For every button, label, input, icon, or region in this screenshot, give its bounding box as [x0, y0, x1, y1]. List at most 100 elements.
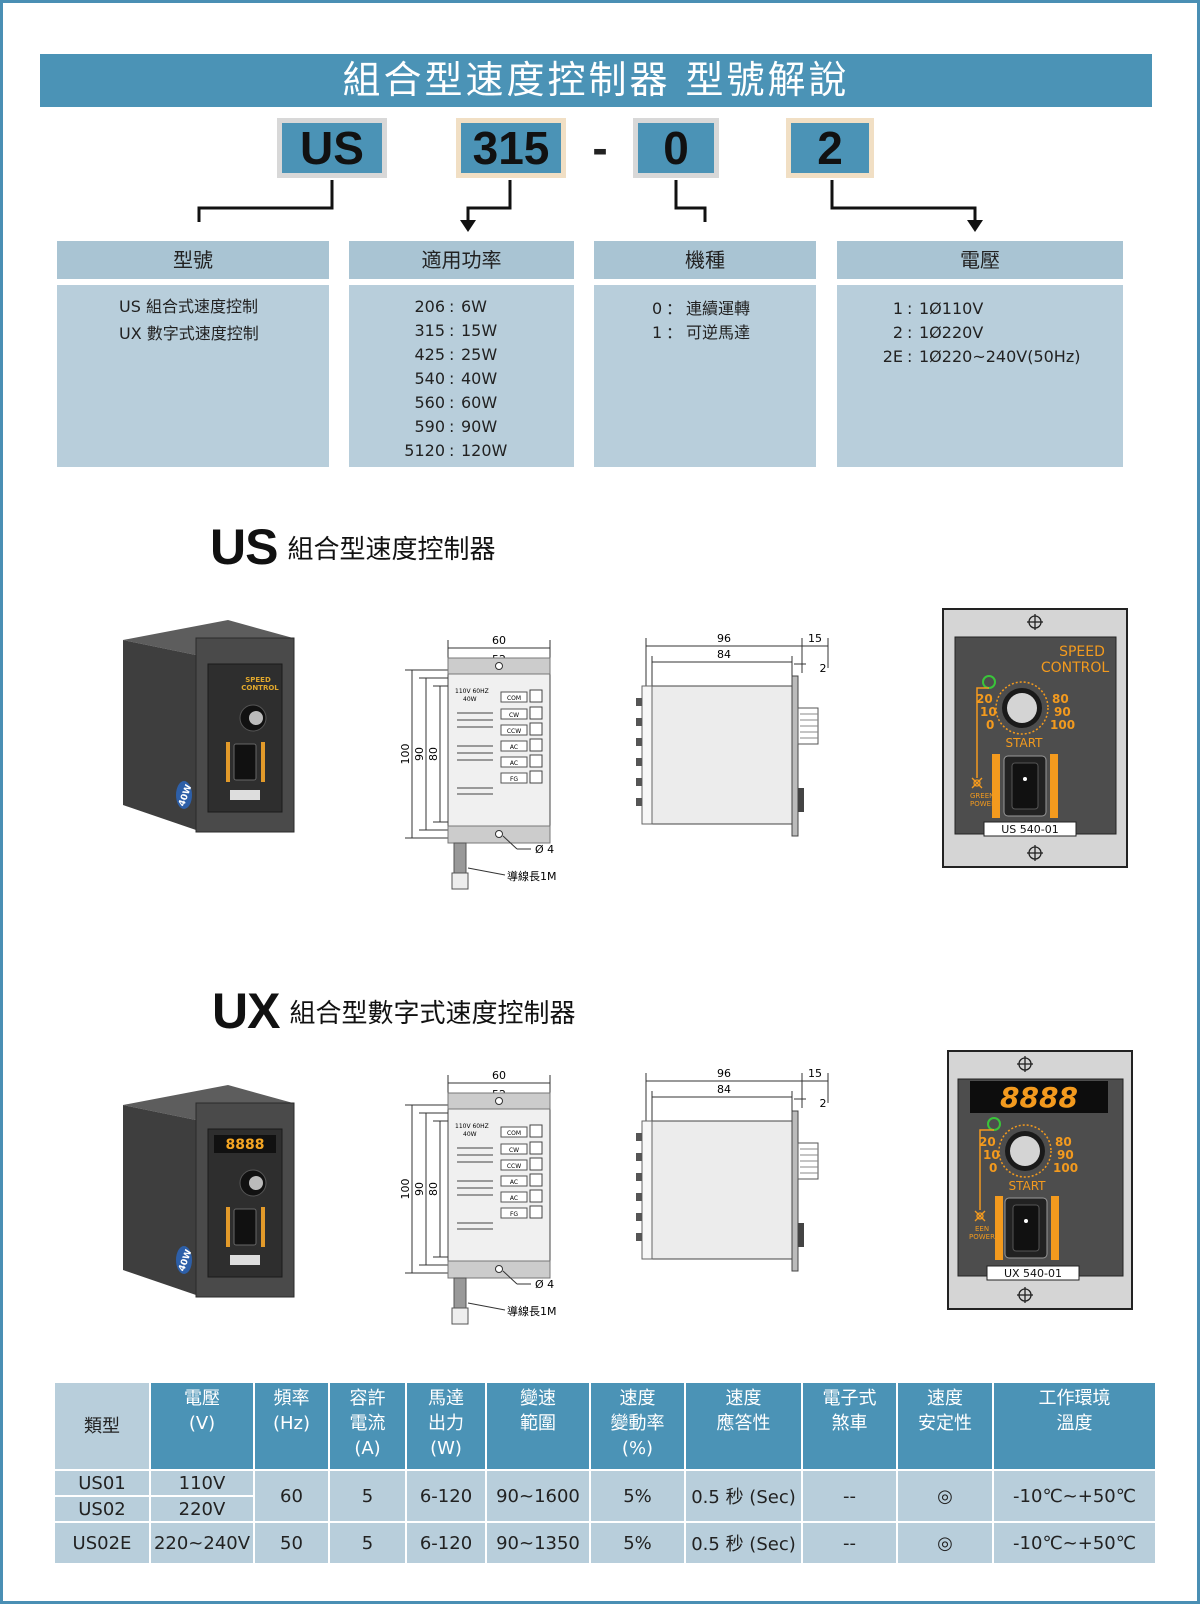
scale-20: 20	[979, 1135, 996, 1149]
cell-range: 90~1350	[485, 1521, 591, 1565]
label-watt: 40W	[463, 696, 477, 703]
cell-output: 6-120	[405, 1521, 487, 1565]
terminal-label: COM	[507, 1130, 521, 1137]
code-type: 0	[633, 118, 719, 178]
power-code: 590	[414, 417, 445, 436]
cell-temperature: -10℃~+50℃	[992, 1469, 1157, 1523]
model-line-us: US 組合式速度控制	[119, 297, 258, 316]
panel-green-label: GREEN	[970, 792, 994, 800]
voltage-value: 1Ø220V	[919, 323, 984, 342]
scale-80: 80	[1052, 692, 1069, 706]
cell-variation: 5%	[589, 1521, 686, 1565]
scale-10: 10	[983, 1148, 1000, 1162]
power-watt: 15W	[461, 321, 498, 340]
column-body-model: US 組合式速度控制 UX 數字式速度控制	[57, 285, 329, 467]
power-lamp-icon	[974, 1210, 986, 1222]
us-front-drawing: 60 52 100 90 80 110V 60HZ 40W COM CW CCW…	[399, 634, 557, 890]
page-title: 組合型速度控制器 型號解說	[40, 54, 1152, 107]
dim-height-outer: 100	[399, 1179, 412, 1200]
photo-digits: 8888	[226, 1137, 265, 1153]
ux-prefix: UX	[212, 983, 280, 1039]
scale-0: 0	[986, 718, 994, 732]
power-watt: 120W	[461, 441, 508, 460]
panel-power-label: POWER	[969, 1233, 995, 1241]
scale-100: 100	[1050, 718, 1075, 732]
dim-height-outer: 100	[399, 744, 412, 765]
cell-variation: 5%	[589, 1469, 686, 1523]
terminal-label: CCW	[507, 728, 521, 735]
type-code: 1	[652, 323, 663, 342]
dim-width-outer: 60	[492, 1069, 506, 1082]
scale-80: 80	[1055, 1135, 1072, 1149]
code-power: 315	[456, 118, 566, 178]
voltage-code: 2E	[882, 347, 903, 366]
terminal-label: CW	[509, 712, 519, 719]
us-prefix: US	[210, 519, 278, 575]
scale-0: 0	[989, 1161, 997, 1175]
voltage-colons: :::	[907, 299, 913, 366]
dim-width-outer: 60	[492, 634, 506, 647]
scale-100: 100	[1053, 1161, 1078, 1175]
code-series: US	[277, 118, 387, 178]
cell-stability: ◎	[896, 1521, 994, 1565]
power-colons: :::::::	[449, 297, 455, 460]
cell-stability: ◎	[896, 1469, 994, 1523]
type-colons: ：：	[666, 299, 683, 342]
table-row: US01 110V 60 5 6-120 90~1600 5% 0.5 秒 (S…	[53, 1469, 1157, 1523]
cell-current: 5	[328, 1469, 407, 1523]
dim-lead: 導線長1M	[507, 869, 557, 883]
type-name: 可逆馬達	[686, 323, 751, 342]
header-range: 變速範圍	[485, 1381, 591, 1471]
voltage-values: 1Ø110V 1Ø220V 1Ø220~240V(50Hz)	[919, 297, 1080, 369]
cell-frequency: 60	[253, 1469, 330, 1523]
column-body-power: 206 315 425 540 560 590 5120 ::::::: 6W …	[349, 285, 574, 467]
us-side-drawing: 96 84 15 2	[636, 632, 829, 837]
terminal-label: CW	[509, 1147, 519, 1154]
us-title: 組合型速度控制器	[287, 535, 496, 565]
us-front-panel: SPEED CONTROL 20 10 0 80 90 100 START GR…	[942, 608, 1128, 868]
panel-start-label: START	[1005, 736, 1043, 750]
power-code: 560	[414, 393, 445, 412]
dim-height-inner: 80	[427, 747, 440, 761]
voltage-value: 1Ø110V	[919, 299, 984, 318]
ux-front-panel: 8888 20 10 0 80 90 100 START EEN POWER U…	[947, 1050, 1133, 1310]
terminal-label: AC	[510, 1179, 518, 1186]
terminal-label: AC	[510, 744, 518, 751]
dim-hole: Ø 4	[535, 843, 554, 856]
power-watt: 25W	[461, 345, 498, 364]
panel-speed-label: SPEED	[1059, 644, 1105, 660]
ux-side-drawing: 96 84 15 2	[636, 1067, 829, 1272]
power-lamp-icon	[971, 777, 983, 789]
power-code: 206	[414, 297, 445, 316]
header-current: 容許電流(A)	[328, 1381, 407, 1471]
mount-hole-icon	[1027, 614, 1043, 630]
cell-voltage: 110V	[149, 1469, 255, 1497]
cell-response: 0.5 秒 (Sec)	[684, 1521, 803, 1565]
mount-hole-icon	[1017, 1287, 1033, 1303]
terminal-label: CCW	[507, 1163, 521, 1170]
dim-gap: 2	[820, 1097, 827, 1110]
header-frequency: 頻率(Hz)	[253, 1381, 330, 1471]
ux-product-photo: 8888 40W	[123, 1085, 295, 1298]
terminal-label: COM	[507, 695, 521, 702]
voltage-code: 1	[892, 299, 903, 318]
column-header-voltage: 電壓	[837, 241, 1123, 279]
model-line-ux: UX 數字式速度控制	[119, 324, 259, 343]
panel-model-label: UX 540-01	[1004, 1267, 1062, 1280]
dim-height-inner: 80	[427, 1182, 440, 1196]
column-header-model: 型號	[57, 241, 329, 279]
header-stability: 速度安定性	[896, 1381, 994, 1471]
mount-hole-icon	[1027, 845, 1043, 861]
scale-20: 20	[976, 692, 993, 706]
dim-depth-inner: 84	[717, 648, 731, 661]
panel-power-label: POWER	[970, 800, 996, 808]
photo-speed-label: SPEED	[245, 676, 271, 684]
cell-brake: --	[801, 1469, 898, 1523]
power-watt: 6W	[461, 297, 487, 316]
type-name: 連續運轉	[686, 299, 751, 318]
mount-hole-icon	[1017, 1056, 1033, 1072]
us-section-title: US 組合型速度控制器	[210, 518, 495, 576]
dim-lead: 導線長1M	[507, 1304, 557, 1318]
digital-display: 8888	[1000, 1081, 1078, 1114]
column-body-type: 0 1 ：： 連續運轉 可逆馬達	[594, 285, 816, 467]
